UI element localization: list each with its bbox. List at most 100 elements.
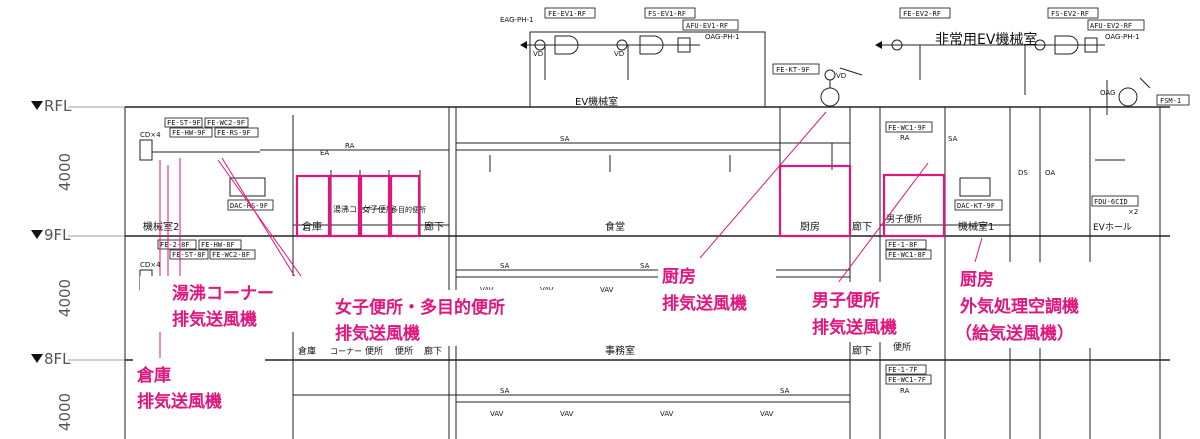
room-mech2: 機械室2: [143, 220, 179, 233]
svg-text:FE-WC2-8F: FE-WC2-8F: [212, 251, 250, 259]
room-wc2-8f: 便所: [395, 345, 413, 357]
oag-label-3: OAG: [1100, 89, 1115, 97]
tag-dac-kt-9f: DAC-KT-9F: [954, 199, 1003, 211]
roof-emergency-ev: 非常用EV機械室 OAG-PH-1 FE-EV2-RF FS-EV2-RF AF…: [875, 7, 1145, 95]
fan-icon: [639, 35, 664, 55]
svg-text:FSM-1: FSM-1: [1160, 97, 1181, 105]
ev-room-label: EV機械室: [575, 95, 618, 108]
room-office: 事務室: [605, 344, 635, 357]
louver-icon: [139, 139, 153, 161]
cd-label: CD×4: [140, 131, 161, 139]
x2-label: ×2: [1128, 208, 1138, 216]
sa-label: SA: [560, 135, 570, 143]
highlight-mens-wc: [882, 173, 946, 238]
tag-fe-1-8f: FE-1-8F: [885, 239, 927, 250]
eag-label: EAG-PH-1: [500, 16, 534, 24]
room-wc-8f: 便所: [365, 345, 383, 357]
svg-text:FE-1-7F: FE-1-7F: [888, 366, 918, 374]
kitchen-exhaust-fan-icon: [820, 87, 840, 107]
highlight-kettle: [328, 174, 361, 238]
rfl-marker-icon: [31, 101, 43, 110]
floor-height-8f: 4000: [56, 279, 74, 317]
callout-kitchen-line1: 厨房: [662, 266, 696, 287]
sa-label-8f: SA: [500, 262, 510, 270]
tag-fe-ev2-rf: FE-EV2-RF: [899, 7, 951, 19]
dac-unit: [959, 177, 991, 197]
callout-mens-wc-line2: 排気送風機: [812, 317, 897, 338]
svg-text:FE-2-8F: FE-2-8F: [160, 241, 190, 249]
svg-text:FE-WC1-7F: FE-WC1-7F: [888, 376, 926, 384]
ds-label: DS: [1018, 169, 1028, 177]
floor-7f: FE-1-7F FE-WC1-7F SA SA RA VAV VAV VAV V…: [293, 364, 932, 418]
tag-fe-wc2-9f: FE-WC2-9F: [204, 117, 249, 128]
callout-storage-line1: 倉庫: [136, 365, 171, 386]
tag-fe-st-8f: FE-ST-8F: [169, 249, 209, 260]
tag-fe-hw-8f: FE-HW-8F: [198, 239, 242, 250]
room-dining: 食堂: [605, 220, 625, 233]
callout-kitchen-oa-line3: （給気送風機）: [955, 323, 1074, 344]
roof-kitchen-fans: FE-KT-9F VD OAG FSM-1: [772, 63, 1190, 115]
tag-fs-ev1-rf: FS-EV1-RF: [644, 7, 696, 19]
tag-fs-ev2-rf: FS-EV2-RF: [1047, 7, 1099, 19]
tag-fe-rs-9f: FE-RS-9F: [214, 127, 259, 138]
svg-text:FDU-6CID: FDU-6CID: [1094, 198, 1128, 206]
svg-text:FE-HW-9F: FE-HW-9F: [172, 129, 206, 137]
vav-label-7f: VAV: [760, 410, 774, 418]
9fl-marker-icon: [31, 230, 43, 239]
callout-mens-wc-line1: 男子便所: [812, 290, 880, 311]
highlight-multi-wc: [389, 174, 421, 238]
sa-label-7f-2: SA: [780, 387, 790, 395]
tag-fe-1-7f: FE-1-7F: [885, 364, 927, 375]
floor-label-8fl: 8FL: [44, 350, 71, 368]
oa-label: OA: [1045, 169, 1055, 177]
svg-text:FE-HW-8F: FE-HW-8F: [201, 241, 235, 249]
callout-kitchen-oa-line2: 外気処理空調機: [960, 296, 1079, 317]
cd-label-8f: CD×4: [140, 261, 161, 269]
damper-icon: [534, 39, 546, 51]
highlight-kitchen: [778, 164, 852, 238]
room-multi-wc: 多目的便所: [391, 205, 426, 214]
room-mens-wc: 男子便所: [886, 213, 922, 225]
floor-label-rfl: RFL: [44, 97, 72, 115]
ra-label-7f: RA: [900, 387, 910, 395]
svg-text:FE-1-8F: FE-1-8F: [888, 241, 918, 249]
tag-fe-wc1-7f: FE-WC1-7F: [885, 374, 932, 385]
vav-label-7f: VAV: [560, 410, 574, 418]
svg-text:FE-RS-9F: FE-RS-9F: [217, 129, 251, 137]
highlight-boxes: [295, 164, 946, 238]
svg-text:FE-WC1-8F: FE-WC1-8F: [888, 251, 926, 259]
room-storage-8f: 倉庫: [298, 345, 316, 357]
room-kitchen: 厨房: [800, 220, 820, 233]
svg-text:AFU-EV1-RF: AFU-EV1-RF: [686, 22, 728, 30]
tag-fdu-6cid: FDU-6CID: [1091, 195, 1139, 207]
svg-text:FE-EV2-RF: FE-EV2-RF: [903, 10, 941, 18]
room-corridor-8f-2: 廊下: [852, 344, 872, 357]
vd-label: VD: [836, 72, 846, 80]
vav-label-7f: VAV: [490, 410, 504, 418]
tag-fe-ev1-rf: FE-EV1-RF: [544, 7, 596, 19]
oag-label: OAG-PH-1: [705, 33, 739, 41]
svg-text:FE-EV1-RF: FE-EV1-RF: [548, 10, 586, 18]
room-womens-wc: 女子便所: [362, 204, 394, 214]
callout-kitchen-oa-line1: 厨房: [960, 269, 994, 290]
room-kettle: 湯沸コーナー: [333, 204, 381, 214]
svg-text:DAC-KT-9F: DAC-KT-9F: [957, 202, 995, 210]
ea-label: EA: [320, 149, 329, 157]
tag-fe-kt-9f: FE-KT-9F: [772, 63, 820, 75]
sa-label-2: SA: [948, 135, 958, 143]
vd-label: VD: [533, 50, 543, 58]
sa-label-8f-2: SA: [640, 262, 650, 270]
callout-kettle-line1: 湯沸コーナー: [172, 283, 274, 304]
svg-text:FE-ST-9F: FE-ST-9F: [167, 119, 201, 127]
svg-text:FE-KT-9F: FE-KT-9F: [776, 66, 810, 74]
damper-icon: [616, 39, 628, 51]
fan-icon: [1054, 35, 1079, 55]
tag-fsm-1: FSM-1: [1156, 94, 1190, 106]
tag-afu-ev2-rf: AFU-EV2-RF: [1087, 19, 1145, 31]
svg-text:AFU-EV2-RF: AFU-EV2-RF: [1090, 22, 1132, 30]
room-storage: 倉庫: [302, 220, 322, 233]
tag-fe-wc1-9f: FE-WC1-9F: [885, 121, 933, 133]
room-corridor-2: 廊下: [852, 220, 872, 233]
ra-label-2: RA: [900, 134, 910, 142]
